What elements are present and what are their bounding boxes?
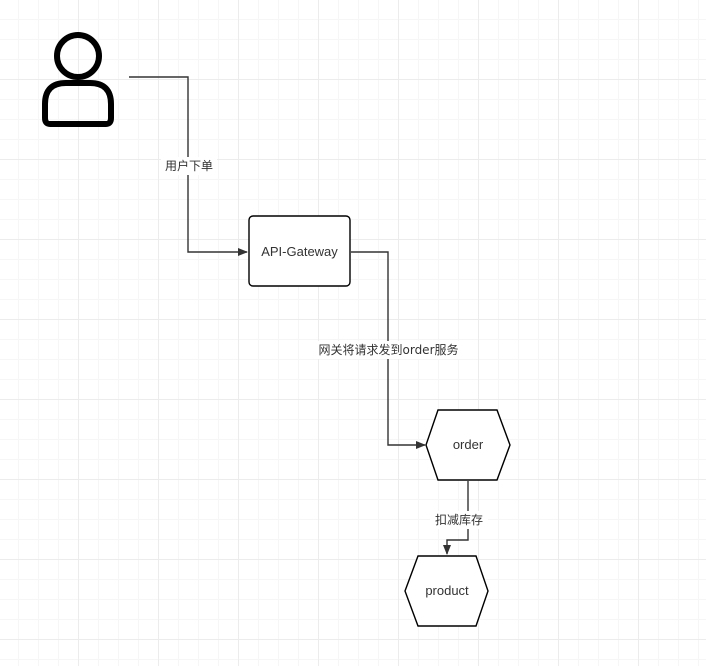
edge-label-user-order-placed: 用户下单	[161, 157, 217, 175]
product-service-node[interactable]: product	[404, 555, 489, 627]
svg-text:网关将请求发到order服务: 网关将请求发到order服务	[319, 342, 459, 357]
api-gateway-label: API-Gateway	[261, 244, 338, 259]
svg-text:扣减库存: 扣减库存	[435, 512, 483, 527]
edge-label-deduct-inventory: 扣减库存	[430, 511, 488, 529]
api-gateway-node[interactable]: API-Gateway	[248, 215, 351, 287]
product-service-label: product	[425, 583, 469, 598]
order-service-node[interactable]: order	[425, 409, 511, 481]
order-service-label: order	[453, 437, 484, 452]
edge-label-gateway-forward: 网关将请求发到order服务	[312, 341, 465, 359]
user-icon[interactable]	[42, 32, 114, 127]
svg-text:用户下单: 用户下单	[165, 158, 213, 173]
edge-order-to-product[interactable]	[443, 481, 469, 555]
